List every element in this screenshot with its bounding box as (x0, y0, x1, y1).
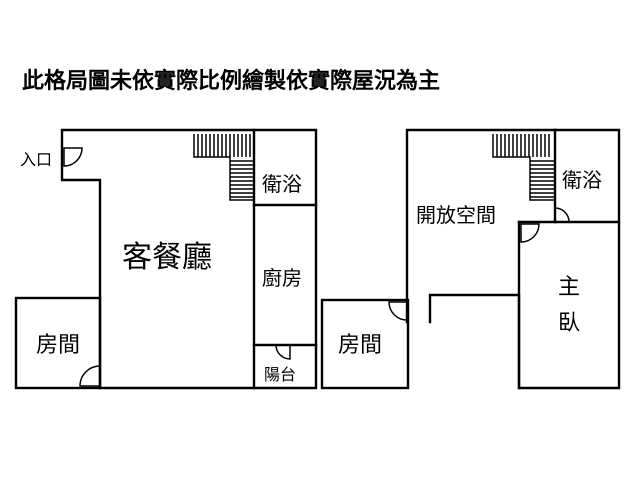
disclaimer-title: 此格局圖未依實際比例繪製依實際屋況為主 (22, 68, 440, 94)
floor-2-bathroom-door (554, 207, 570, 223)
floor-2-outer-wall (405, 128, 621, 390)
floor-2-stairs (492, 134, 555, 201)
floor-1-bathroom-label: 衛浴 (262, 172, 302, 196)
floor-2-room-label: 房間 (338, 333, 382, 358)
floor-1-stairs (193, 134, 254, 201)
floor-2-room-door (388, 301, 408, 321)
balcony-door (275, 344, 291, 360)
floor-2-room-wall (320, 298, 410, 390)
entrance-door (63, 147, 83, 167)
living-dining-label: 客餐廳 (122, 240, 212, 275)
floor-1-room-wall (14, 296, 102, 390)
floor-1-plan: 入口 客餐廳 衛浴 廚房 房間 陽台 (14, 128, 318, 390)
master-bedroom-label-top: 主 (558, 275, 580, 300)
floor-1-room-label: 房間 (36, 333, 80, 358)
master-bedroom-door (520, 223, 540, 243)
master-bedroom-label-bottom: 臥 (558, 311, 580, 336)
floor-2-plan: 開放空間 衛浴 房間 主 臥 (320, 128, 621, 390)
kitchen-label: 廚房 (262, 266, 302, 290)
entrance-label: 入口 (20, 150, 52, 169)
room-door (79, 365, 101, 387)
balcony-label: 陽台 (264, 365, 296, 384)
floor-2-bathroom-label: 衛浴 (562, 168, 602, 192)
open-space-label: 開放空間 (416, 203, 496, 227)
